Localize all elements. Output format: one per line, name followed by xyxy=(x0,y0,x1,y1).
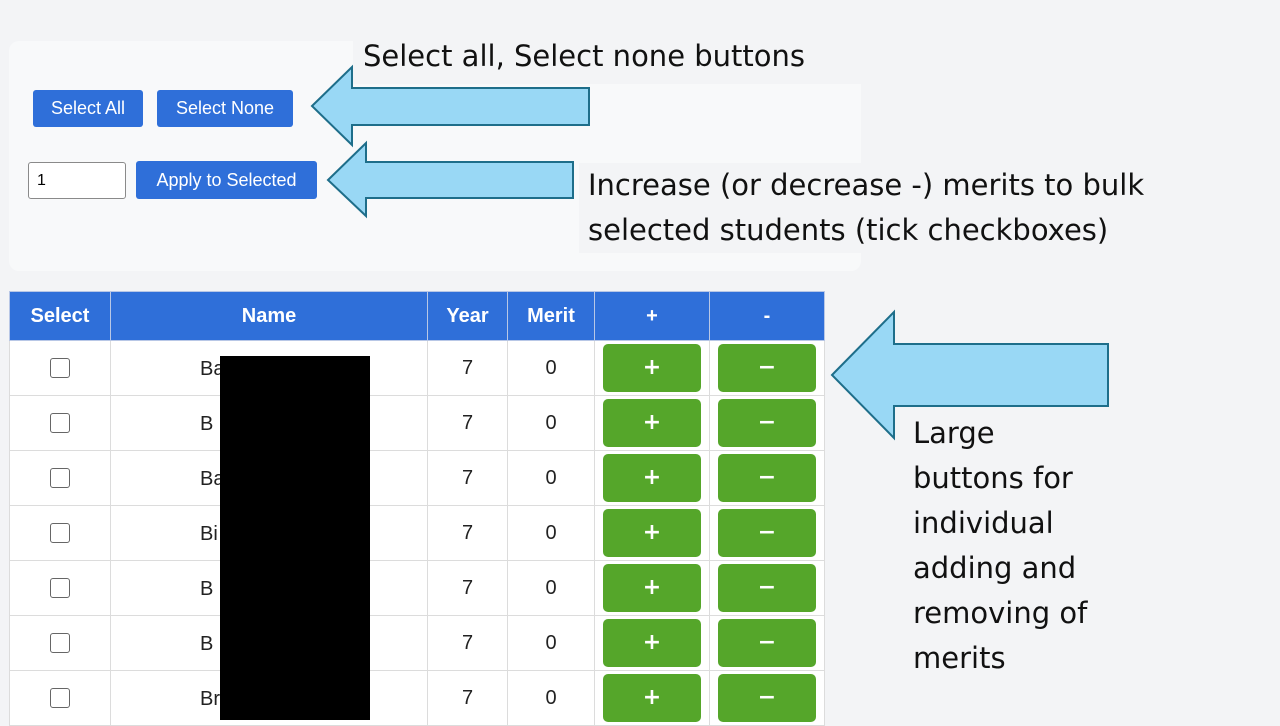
remove-merit-button[interactable]: − xyxy=(718,619,816,667)
table-header-row: Select Name Year Merit + - xyxy=(9,291,825,341)
student-merit: 0 xyxy=(507,340,595,396)
student-merit: 0 xyxy=(507,670,595,726)
row-select-checkbox[interactable] xyxy=(50,523,70,544)
table-row: Bi 7 0 + − xyxy=(9,505,825,561)
header-merit: Merit xyxy=(507,291,595,341)
student-merit: 0 xyxy=(507,450,595,506)
header-minus: - xyxy=(709,291,825,341)
add-merit-button[interactable]: + xyxy=(603,399,701,447)
table-row: B 7 0 + − xyxy=(9,395,825,451)
apply-to-selected-button[interactable]: Apply to Selected xyxy=(136,161,317,199)
student-name: B xyxy=(200,413,214,435)
student-name: B xyxy=(200,578,214,600)
student-year: 7 xyxy=(427,505,508,561)
student-name: Br xyxy=(200,688,220,710)
table-row: B 7 0 + − xyxy=(9,615,825,671)
name-redaction-block xyxy=(220,356,370,720)
merits-table: Select Name Year Merit + - Ba 7 0 + − B … xyxy=(9,291,825,726)
row-select-checkbox[interactable] xyxy=(50,633,70,654)
row-select-checkbox[interactable] xyxy=(50,468,70,489)
student-name: Ba xyxy=(200,358,225,380)
student-year: 7 xyxy=(427,670,508,726)
add-merit-button[interactable]: + xyxy=(603,564,701,612)
arrow-large-buttons xyxy=(830,309,1109,441)
table-row: Ba 7 0 + − xyxy=(9,450,825,506)
add-merit-button[interactable]: + xyxy=(603,509,701,557)
student-year: 7 xyxy=(427,450,508,506)
row-select-checkbox[interactable] xyxy=(50,413,70,434)
add-merit-button[interactable]: + xyxy=(603,454,701,502)
remove-merit-button[interactable]: − xyxy=(718,399,816,447)
remove-merit-button[interactable]: − xyxy=(718,344,816,392)
callout-select-buttons: Select all, Select none buttons xyxy=(353,34,861,84)
add-merit-button[interactable]: + xyxy=(603,344,701,392)
student-year: 7 xyxy=(427,395,508,451)
header-select: Select xyxy=(9,291,111,341)
arrow-bulk-apply xyxy=(326,140,574,219)
select-none-button[interactable]: Select None xyxy=(157,90,293,127)
remove-merit-button[interactable]: − xyxy=(718,454,816,502)
remove-merit-button[interactable]: − xyxy=(718,564,816,612)
callout-bulk-apply: Increase (or decrease -) merits to bulk … xyxy=(579,163,1279,253)
student-year: 7 xyxy=(427,340,508,396)
merit-amount-input[interactable] xyxy=(28,162,126,199)
student-merit: 0 xyxy=(507,395,595,451)
callout-bulk-line-1: Increase (or decrease -) merits to bulk xyxy=(588,168,1145,202)
student-merit: 0 xyxy=(507,505,595,561)
table-row: Ba 7 0 + − xyxy=(9,340,825,396)
table-row: B 7 0 + − xyxy=(9,560,825,616)
row-select-checkbox[interactable] xyxy=(50,688,70,709)
arrow-select-buttons xyxy=(310,64,590,148)
callout-large-line: removing of xyxy=(913,596,1088,630)
student-name: Bi xyxy=(200,523,218,545)
header-name: Name xyxy=(110,291,428,341)
student-merit: 0 xyxy=(507,560,595,616)
student-name: B xyxy=(200,633,214,655)
header-year: Year xyxy=(427,291,508,341)
callout-large-line: Large xyxy=(913,416,995,450)
add-merit-button[interactable]: + xyxy=(603,674,701,722)
table-row: Br 7 0 + − xyxy=(9,670,825,726)
row-select-checkbox[interactable] xyxy=(50,578,70,599)
callout-select-buttons-text: Select all, Select none buttons xyxy=(363,39,806,73)
add-merit-button[interactable]: + xyxy=(603,619,701,667)
select-all-button[interactable]: Select All xyxy=(33,90,143,127)
header-plus: + xyxy=(594,291,710,341)
student-year: 7 xyxy=(427,560,508,616)
callout-large-line: buttons for xyxy=(913,461,1073,495)
callout-large-line: individual xyxy=(913,506,1054,540)
remove-merit-button[interactable]: − xyxy=(718,674,816,722)
callout-bulk-line-2: selected students (tick checkboxes) xyxy=(588,213,1109,247)
student-name: Ba xyxy=(200,468,225,490)
remove-merit-button[interactable]: − xyxy=(718,509,816,557)
student-merit: 0 xyxy=(507,615,595,671)
callout-large-line: adding and xyxy=(913,551,1077,585)
row-select-checkbox[interactable] xyxy=(50,358,70,379)
student-year: 7 xyxy=(427,615,508,671)
callout-large-line: merits xyxy=(913,641,1006,675)
callout-large-buttons: Large buttons for individual adding and … xyxy=(913,411,1133,681)
